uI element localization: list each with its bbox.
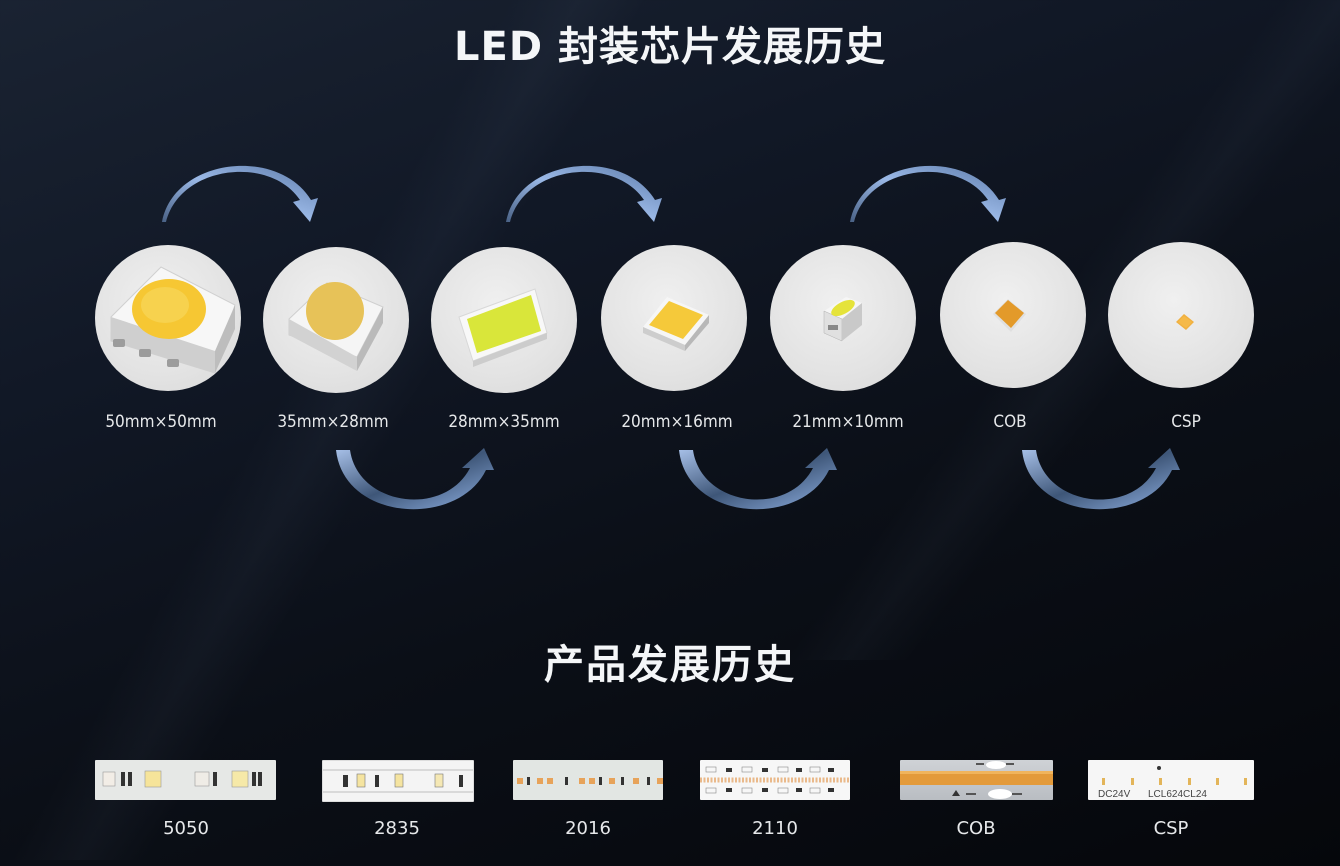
page-title: LED 封装芯片发展历史 xyxy=(454,24,886,70)
chip-cob xyxy=(940,242,1086,388)
led-strip-csp-icon: DC24V LCL624CL24 xyxy=(1098,766,1247,800)
strip-model-text: LCL624CL24 xyxy=(1148,789,1207,800)
product-label: 2835 xyxy=(374,818,420,839)
chip-2835 xyxy=(431,247,577,393)
led-2835-chip-icon xyxy=(458,288,548,367)
led-3528-chip-icon xyxy=(288,282,384,371)
strip-2835 xyxy=(322,760,474,802)
strip-2016 xyxy=(513,760,663,800)
curved-arrow-icon xyxy=(162,165,318,222)
strip-csp: DC24V LCL624CL24 xyxy=(1088,760,1254,800)
chip-3528 xyxy=(263,247,409,393)
chip-label: 21mm×10mm xyxy=(792,412,904,432)
curved-arrow-icon xyxy=(679,448,837,510)
led-strip-2835-icon xyxy=(323,769,473,793)
product-label: 5050 xyxy=(163,818,209,839)
curved-arrow-icon xyxy=(336,448,494,510)
led-2110-chip-icon xyxy=(823,297,862,342)
product-label: CSP xyxy=(1153,818,1189,839)
led-5050-chip-icon xyxy=(110,266,236,374)
led-strip-cob-icon xyxy=(900,761,1053,799)
chip-label: COB xyxy=(993,412,1027,432)
chip-2110 xyxy=(770,245,916,391)
section-title: 产品发展历史 xyxy=(544,642,796,688)
strip-voltage-text: DC24V xyxy=(1098,789,1131,800)
product-label: 2016 xyxy=(565,818,611,839)
chip-label: CSP xyxy=(1171,412,1201,432)
chip-label: 28mm×35mm xyxy=(448,412,560,432)
led-cob-chip-icon xyxy=(993,299,1026,332)
chip-label: 35mm×28mm xyxy=(277,412,389,432)
strip-5050 xyxy=(95,760,276,800)
strip-2110 xyxy=(700,760,850,800)
chip-circle xyxy=(1108,242,1254,388)
chip-5050 xyxy=(95,245,241,391)
curved-arrow-icon xyxy=(506,165,662,222)
chip-label: 50mm×50mm xyxy=(105,412,217,432)
curved-arrow-icon xyxy=(1022,448,1180,510)
led-2016-chip-icon xyxy=(643,297,709,351)
chip-2016 xyxy=(601,245,747,391)
led-strip-2016-icon xyxy=(517,777,663,785)
chip-label: 20mm×16mm xyxy=(621,412,733,432)
strip-cob xyxy=(900,760,1053,800)
led-strip-5050-icon xyxy=(102,770,262,788)
led-strip-2110-icon xyxy=(700,766,850,794)
product-label: COB xyxy=(956,818,996,839)
product-label: 2110 xyxy=(752,818,798,839)
led-csp-chip-icon xyxy=(1176,314,1194,330)
chip-csp xyxy=(1108,242,1254,388)
curved-arrow-icon xyxy=(850,165,1006,222)
